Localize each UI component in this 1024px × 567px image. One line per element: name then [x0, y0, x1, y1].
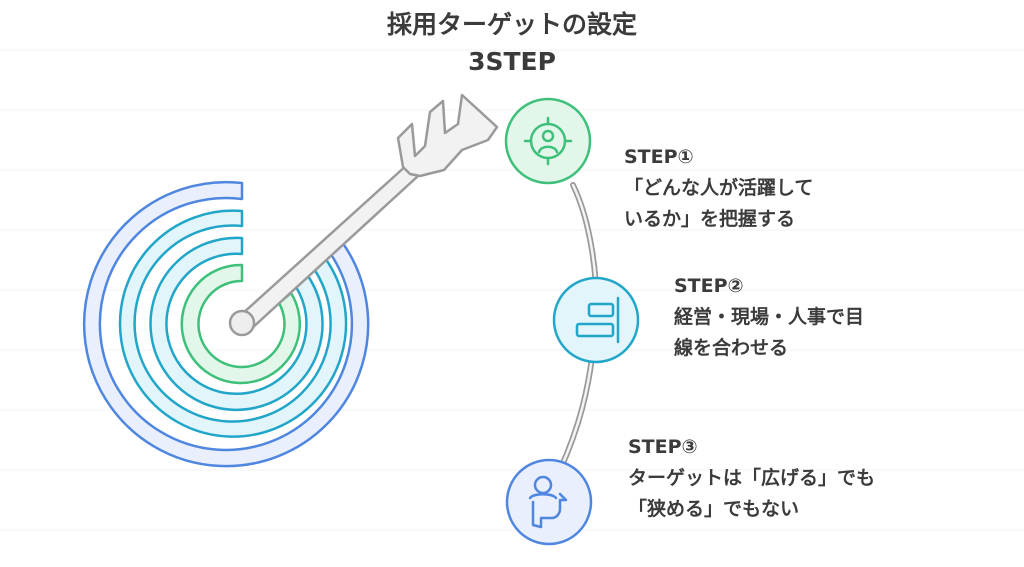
step-2-heading: STEP② [674, 275, 744, 297]
target-inner-ring [149, 236, 324, 412]
step-3-line-1: ターゲットは「広げる」でも [628, 467, 876, 489]
step-1-line-1: 「どんな人が活躍して [624, 177, 814, 199]
step-3-heading: STEP③ [628, 436, 698, 458]
step-2-node [552, 276, 640, 364]
arrow-fletching [396, 93, 499, 178]
title-line-1: 採用ターゲットの設定 [386, 10, 637, 39]
step-3-node [505, 458, 593, 546]
arrow-tip [228, 309, 256, 337]
step-1-node [504, 97, 592, 185]
step-2-line-2: 線を合わせる [674, 337, 789, 359]
step-2-line-1: 経営・現場・人事で目 [674, 306, 865, 328]
step-3-text: STEP③ ターゲットは「広げる」でも 「狭める」でもない [628, 432, 875, 525]
diagram-title: 採用ターゲットの設定 3STEP [262, 6, 762, 80]
head-person-icon [528, 475, 568, 529]
target-middle-ring [118, 209, 348, 438]
title-line-2: 3STEP [468, 47, 556, 76]
step-3-line-2: 「狭める」でもない [628, 498, 800, 520]
target-bullseye-ring [180, 263, 302, 385]
step-2-text: STEP② 経営・現場・人事で目 線を合わせる [674, 271, 864, 364]
align-right-icon [575, 296, 620, 344]
target-person-icon [523, 116, 573, 166]
step-1-heading: STEP① [624, 146, 694, 168]
step-1-text: STEP① 「どんな人が活躍して いるか」を把握する [624, 142, 813, 235]
step-1-line-2: いるか」を把握する [624, 208, 796, 230]
